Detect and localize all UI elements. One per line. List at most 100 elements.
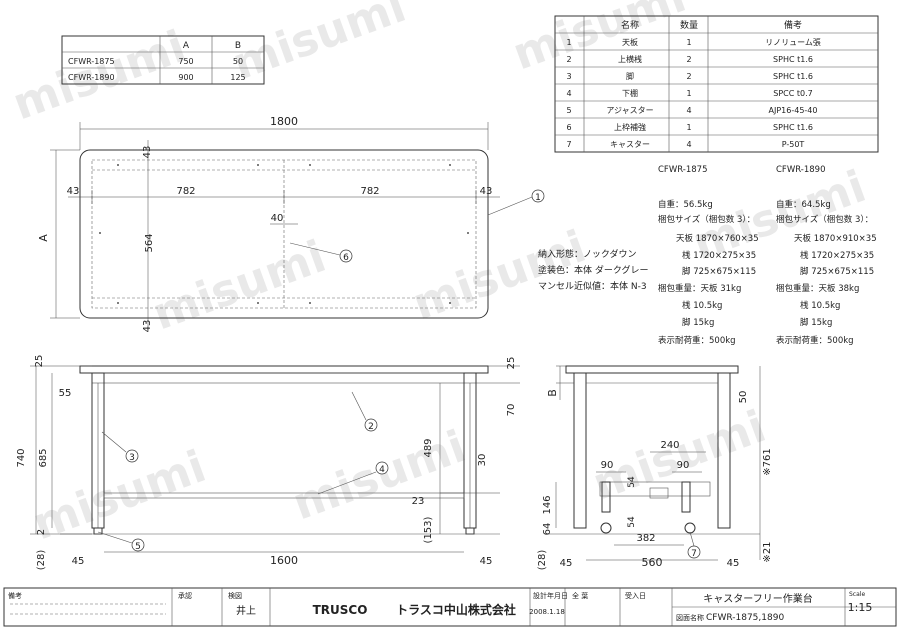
note-munsell: マンセル近似値：本体 N-3	[538, 280, 647, 292]
parts-no: 2	[566, 55, 571, 64]
tb-drawing-no: CFWR-1875,1890	[706, 613, 784, 623]
parts-qty: 2	[686, 55, 691, 64]
dim-caster-54-top: 54	[627, 476, 637, 488]
parts-name: 上枠補強	[614, 122, 646, 132]
svg-text:misumi: misumi	[146, 231, 332, 340]
dim-center-gap: 40	[271, 213, 284, 224]
dim-depth-a: A	[37, 234, 50, 242]
dim-caster-240: 240	[660, 440, 679, 451]
callout-2-marker	[364, 418, 378, 432]
spec-line: 梱包重量：天板 38kg	[776, 283, 859, 294]
parts-note: P-50T	[782, 140, 805, 149]
dim-caster-146: 146	[542, 495, 553, 514]
spec-line: 表示耐荷重：500kg	[658, 335, 736, 346]
callout-3: 3	[129, 453, 135, 463]
spec-line: 脚 725×675×115	[800, 266, 874, 277]
dim-right-rail: 70	[506, 404, 517, 417]
dim-shelf-gap: 30	[477, 454, 488, 467]
spec-line: 桟 10.5kg	[800, 300, 840, 311]
parts-name: 天板	[622, 37, 638, 47]
dim-leg-span: 1600	[270, 554, 298, 567]
parts-note: リノリューム張	[765, 38, 821, 47]
callout-1-marker	[531, 189, 545, 203]
note-color: 塗装色：本体 ダークグレー	[538, 264, 649, 276]
size-table: A B CFWR-1875 750 50 CFWR-1890 900 125	[61, 35, 265, 85]
dim-side-28: (28)	[537, 550, 548, 571]
spec-model: CFWR-1890	[776, 165, 826, 175]
tb-note-label: 備考	[8, 591, 22, 600]
side-view: B 50 240 90 90 54 146 54 64 382 (28) 45 …	[537, 365, 773, 571]
parts-header-note: 備考	[784, 19, 802, 31]
tb-check: 検図	[228, 591, 242, 600]
parts-no: 4	[566, 89, 571, 98]
parts-no: 6	[566, 123, 571, 132]
parts-name: 上横桟	[618, 54, 642, 64]
dim-adjuster-gap: 2	[36, 529, 47, 535]
parts-note: SPHC t1.6	[773, 123, 813, 132]
parts-name: 脚	[626, 71, 634, 81]
dim-caster-90-left: 90	[601, 460, 614, 471]
spec-line: 天板 1870×760×35	[676, 233, 759, 244]
svg-text:misumi: misumi	[226, 0, 412, 90]
spec-line: 脚 15kg	[800, 317, 832, 328]
dim-side-b: B	[546, 389, 559, 397]
parts-qty: 1	[686, 123, 691, 132]
spec-line: 表示耐荷重：500kg	[776, 335, 854, 346]
dim-plate-thickness: 25	[34, 355, 45, 368]
spec-line: 梱包サイズ（梱包数 3）：	[658, 214, 755, 225]
dim-side-50: 50	[738, 391, 749, 404]
parts-no: 3	[566, 72, 571, 81]
callout-7: 7	[691, 549, 697, 559]
dim-shelf-height: 489	[423, 438, 434, 457]
size-row-model: CFWR-1890	[68, 73, 115, 82]
size-row-model: CFWR-1875	[68, 57, 115, 66]
dim-shelf-floor: (153)	[423, 516, 434, 543]
tb-design-date-label: 設計年月日	[533, 591, 568, 600]
spec-line: 自重：56.5kg	[658, 199, 713, 210]
tb-drawing-no-label: 図面名称	[676, 613, 704, 622]
parts-note: SPHC t1.6	[773, 72, 813, 81]
tb-brand: TRUSCO	[313, 603, 368, 617]
dim-rail-offset: 55	[59, 388, 72, 399]
size-header-a: A	[183, 41, 190, 51]
parts-qty: 4	[686, 140, 691, 149]
parts-rows: 1 天板 1 リノリューム張 2 上横桟 2 SPHC t1.6 3 脚 2 S…	[566, 37, 820, 149]
callout-5-marker	[131, 538, 145, 552]
dim-caster-90-right: 90	[677, 460, 690, 471]
dim-shelf-thickness: 23	[412, 496, 425, 507]
parts-qty: 1	[686, 38, 691, 47]
tb-scale: 1:15	[848, 601, 873, 614]
spec-model: CFWR-1875	[658, 165, 708, 175]
dim-top-margin: 43	[142, 146, 153, 159]
dim-leg-width-left: 45	[72, 556, 85, 567]
size-row-b: 125	[230, 73, 245, 82]
parts-no: 7	[566, 140, 571, 149]
note-delivery: 納入形態：ノックダウン	[538, 248, 636, 260]
dim-left-margin: 43	[67, 186, 80, 197]
svg-text:misumi: misumi	[586, 401, 772, 510]
spec-line: 桟 10.5kg	[682, 300, 722, 311]
dim-leg-width-right: 45	[480, 556, 493, 567]
tb-company: トラスコ中山株式会社	[396, 602, 516, 617]
callout-6-marker	[339, 249, 353, 263]
dim-caster-64: 64	[542, 523, 553, 536]
parts-note: AJP16-45-40	[769, 106, 818, 115]
dim-side-45-right: 45	[727, 558, 740, 569]
parts-qty: 2	[686, 72, 691, 81]
finish-notes: 納入形態：ノックダウン 塗装色：本体 ダークグレー マンセル近似値：本体 N-3	[538, 248, 649, 292]
size-header-b: B	[235, 41, 241, 51]
tb-receiver: 受入日	[625, 591, 646, 600]
tb-scope: 全 葉	[572, 591, 588, 600]
dim-side-45-left: 45	[560, 558, 573, 569]
size-row-a: 900	[178, 73, 193, 82]
dim-adjuster-height: (28)	[36, 550, 47, 571]
spec-cfwr-1890: CFWR-1890 自重：64.5kg 梱包サイズ（梱包数 3）： 天板 187…	[776, 165, 877, 346]
callout-6: 6	[343, 253, 349, 263]
parts-qty: 4	[686, 106, 691, 115]
spec-line: 天板 1870×910×35	[794, 233, 877, 244]
tb-approve: 承認	[178, 591, 192, 600]
spec-line: 桟 1720×275×35	[800, 250, 874, 261]
parts-header-name: 名称	[621, 19, 639, 31]
callout-4: 4	[379, 465, 385, 475]
